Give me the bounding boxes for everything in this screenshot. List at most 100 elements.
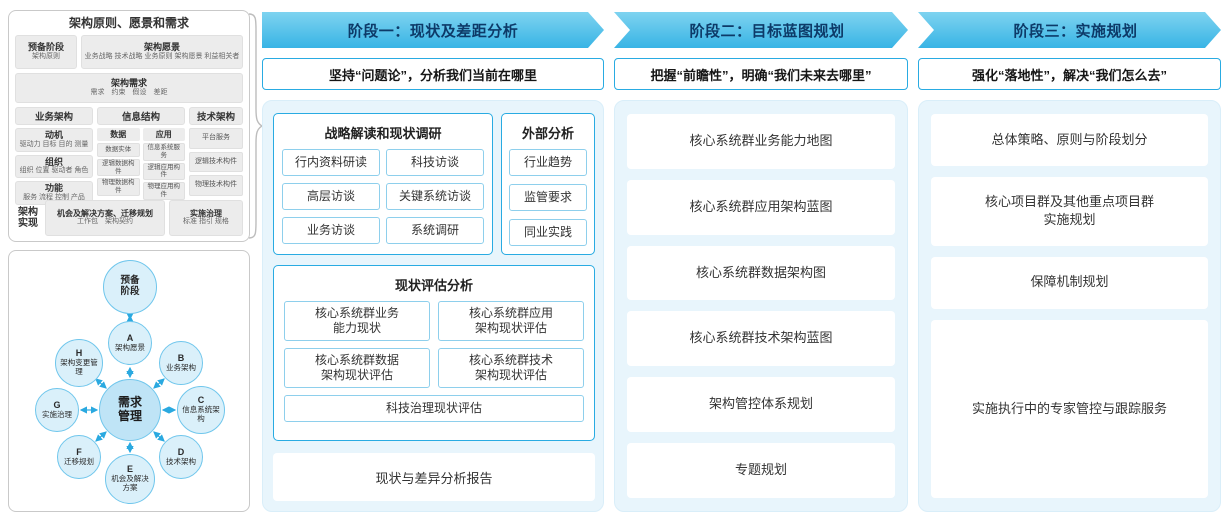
- adm-node-a-label: 架构愿景: [115, 342, 145, 352]
- adm-node-a-vision: A 架构愿景: [108, 321, 152, 365]
- adm-node-f-letter: F: [76, 446, 82, 457]
- phase3-item: 总体策略、原则与阶段划分: [931, 114, 1208, 167]
- adm-node-h-letter: H: [75, 348, 83, 359]
- organization-sub: 组织 位置 驱动者 角色: [19, 167, 89, 175]
- opportunities-migration-box: 机会及解决方案、迁移规划 工作包 架构契约: [45, 200, 165, 236]
- business-architecture-title: 业务架构: [15, 107, 93, 125]
- architecture-vision-title: 架构愿景: [143, 42, 180, 53]
- adm-node-requirements-management: 需求管理: [99, 379, 161, 441]
- adm-node-e-label: 机会及解决方案: [111, 474, 149, 492]
- architecture-realization-row: 架构实现 机会及解决方案、迁移规划 工作包 架构契约 实施治理 标准 指引 规格: [15, 200, 243, 236]
- current-state-assessment-title: 现状评估分析: [394, 278, 473, 293]
- architecture-requirements-box: 架构需求 需求 约束 假设 差距: [15, 73, 243, 103]
- logical-app-component-box: 逻辑应用构件: [142, 162, 185, 181]
- logical-data-component-box: 逻辑数据构件: [97, 158, 140, 177]
- strategy-research-group: 战略解读和现状调研 行内资料研读 科技访谈 高层访谈 关键系统访谈 业务访谈 系…: [273, 113, 493, 255]
- assessment-item-label: 核心系统群技术架构现状评估: [468, 353, 553, 382]
- physical-app-component-box: 物理应用构件: [142, 182, 185, 200]
- assessment-item-label: 核心系统群业务能力现状: [314, 306, 399, 335]
- phase2-item: 架构管控体系规划: [627, 377, 895, 433]
- is-service-box: 信息系统服务: [142, 143, 185, 161]
- motivation-sub: 驱动力 目标 目的 测量: [19, 140, 89, 148]
- prep-phase-title: 预备阶段: [27, 42, 64, 53]
- adm-node-e-opportunities: E 机会及解决方案: [105, 454, 155, 504]
- phase2-header-label: 阶段二：目标蓝图规划: [689, 22, 845, 40]
- implementation-governance-title: 实施治理: [190, 208, 222, 218]
- business-architecture-column: 业务架构 动机 驱动力 目标 目的 测量 组织 组织 位置 驱动者 角色 功能 …: [15, 107, 93, 205]
- phase1-content: 战略解读和现状调研 行内资料研读 科技访谈 高层访谈 关键系统访谈 业务访谈 系…: [262, 100, 604, 512]
- adm-node-d-label: 技术架构: [166, 456, 196, 466]
- architecture-framework-panel: 架构原则、愿景和需求 预备阶段 架构原则 架构愿景 业务战略 技术战略 业务原则…: [8, 10, 250, 242]
- adm-node-g-governance: G 实施治理: [35, 388, 79, 432]
- strategy-research-title: 战略解读和现状调研: [324, 126, 442, 141]
- phase2-subtitle-label: 把握“前瞻性”，明确“我们未来去哪里”: [650, 67, 872, 83]
- phase1-header: 阶段一：现状及差距分析: [262, 12, 604, 48]
- framework-row-1: 预备阶段 架构原则 架构愿景 业务战略 技术战略 业务原则 架构愿景 利益相关者: [15, 35, 243, 69]
- phase3-item-label: 核心项目群及其他重点项目群实施规划: [984, 193, 1154, 228]
- adm-node-d-technology: D 技术架构: [159, 435, 203, 479]
- motivation-title: 动机: [44, 130, 63, 140]
- organization-title: 组织: [44, 156, 63, 167]
- data-title: 数据: [97, 128, 140, 141]
- adm-node-d-letter: D: [177, 446, 185, 457]
- information-structure-title: 信息结构: [97, 107, 185, 125]
- phase3-list: 总体策略、原则与阶段划分 核心项目群及其他重点项目群实施规划 保障机制规划 实施…: [919, 101, 1220, 511]
- phase1-subtitle: 坚持“问题论”，分析我们当前在哪里: [262, 58, 604, 90]
- external-analysis-group: 外部分析 行业趋势 监管要求 同业实践: [501, 113, 595, 255]
- strategy-item: 关键系统访谈: [386, 183, 484, 210]
- phase2-item: 核心系统群应用架构蓝图: [627, 179, 895, 235]
- adm-node-b-label: 业务架构: [166, 362, 196, 372]
- phase3-header: 阶段三：实施规划: [918, 12, 1221, 48]
- physical-tech-component-box: 物理技术构件: [189, 175, 243, 197]
- assessment-item-label: 核心系统群数据架构现状评估: [314, 353, 399, 382]
- phase3-header-label: 阶段三：实施规划: [1013, 22, 1138, 40]
- implementation-governance-box: 实施治理 标准 指引 规格: [169, 200, 243, 236]
- adm-node-h-label: 架构变更管理: [60, 358, 98, 376]
- adm-node-b-letter: B: [177, 352, 185, 363]
- adm-node-preliminary: 预备阶段: [103, 260, 157, 314]
- adm-node-b-business: B 业务架构: [159, 341, 203, 385]
- external-analysis-title: 外部分析: [521, 126, 574, 141]
- gap-analysis-report-box: 现状与差异分析报告: [273, 453, 595, 501]
- architecture-realization-label: 架构实现: [18, 206, 38, 230]
- framework-domains-row: 业务架构 动机 驱动力 目标 目的 测量 组织 组织 位置 驱动者 角色 功能 …: [15, 107, 243, 205]
- assessment-item-label: 核心系统群应用架构现状评估: [468, 306, 553, 335]
- adm-connectors: [79, 313, 177, 454]
- external-item: 同业实践: [509, 219, 587, 246]
- assessment-item: 核心系统群业务能力现状: [284, 301, 430, 341]
- curly-brace: [248, 13, 263, 239]
- strategy-item: 业务访谈: [282, 217, 380, 244]
- prep-phase-sub: 架构原则: [32, 53, 60, 61]
- physical-data-component-box: 物理数据构件: [97, 178, 140, 196]
- phase3-subtitle: 强化“落地性”，解决“我们怎么去”: [918, 58, 1221, 90]
- assessment-grid: 核心系统群业务能力现状 核心系统群应用架构现状评估 核心系统群数据架构现状评估 …: [274, 301, 594, 422]
- phase2-item: 核心系统群数据架构图: [627, 245, 895, 301]
- architecture-vision-box: 架构愿景 业务战略 技术战略 业务原则 架构愿景 利益相关者: [81, 35, 243, 69]
- adm-node-e-letter: E: [126, 464, 133, 475]
- motivation-box: 动机 驱动力 目标 目的 测量: [15, 128, 93, 152]
- adm-preliminary-label: 预备阶段: [120, 275, 140, 297]
- phase1-header-label: 阶段一：现状及差距分析: [347, 22, 519, 40]
- strategy-research-grid: 行内资料研读 科技访谈 高层访谈 关键系统访谈 业务访谈 系统调研: [274, 149, 492, 244]
- function-title: 功能: [44, 183, 63, 194]
- opportunities-migration-title: 机会及解决方案、迁移规划: [57, 208, 153, 218]
- phase2-item: 核心系统群技术架构蓝图: [627, 311, 895, 367]
- strategy-item: 高层访谈: [282, 183, 380, 210]
- data-entity-box: 数据实体: [97, 143, 140, 157]
- adm-node-g-letter: G: [53, 399, 61, 410]
- gap-analysis-report-label: 现状与差异分析报告: [375, 470, 493, 486]
- strategy-item: 系统调研: [386, 217, 484, 244]
- implementation-governance-sub: 标准 指引 规格: [183, 218, 229, 226]
- adm-center-label: 需求管理: [117, 395, 142, 423]
- current-state-assessment-group: 现状评估分析 核心系统群业务能力现状 核心系统群应用架构现状评估 核心系统群数据…: [273, 265, 595, 441]
- phase3-content: 总体策略、原则与阶段划分 核心项目群及其他重点项目群实施规划 保障机制规划 实施…: [918, 100, 1221, 512]
- phase2-subtitle: 把握“前瞻性”，明确“我们未来去哪里”: [614, 58, 908, 90]
- assessment-item: 核心系统群数据架构现状评估: [284, 348, 430, 388]
- phase3-item: 保障机制规划: [931, 256, 1208, 309]
- external-item: 行业趋势: [509, 149, 587, 176]
- phase1-subtitle-label: 坚持“问题论”，分析我们当前在哪里: [328, 67, 537, 83]
- assessment-item: 核心系统群技术架构现状评估: [438, 348, 584, 388]
- architecture-vision-sub: 业务战略 技术战略 业务原则 架构愿景 利益相关者: [84, 53, 240, 61]
- phase3-subtitle-label: 强化“落地性”，解决“我们怎么去”: [971, 67, 1167, 83]
